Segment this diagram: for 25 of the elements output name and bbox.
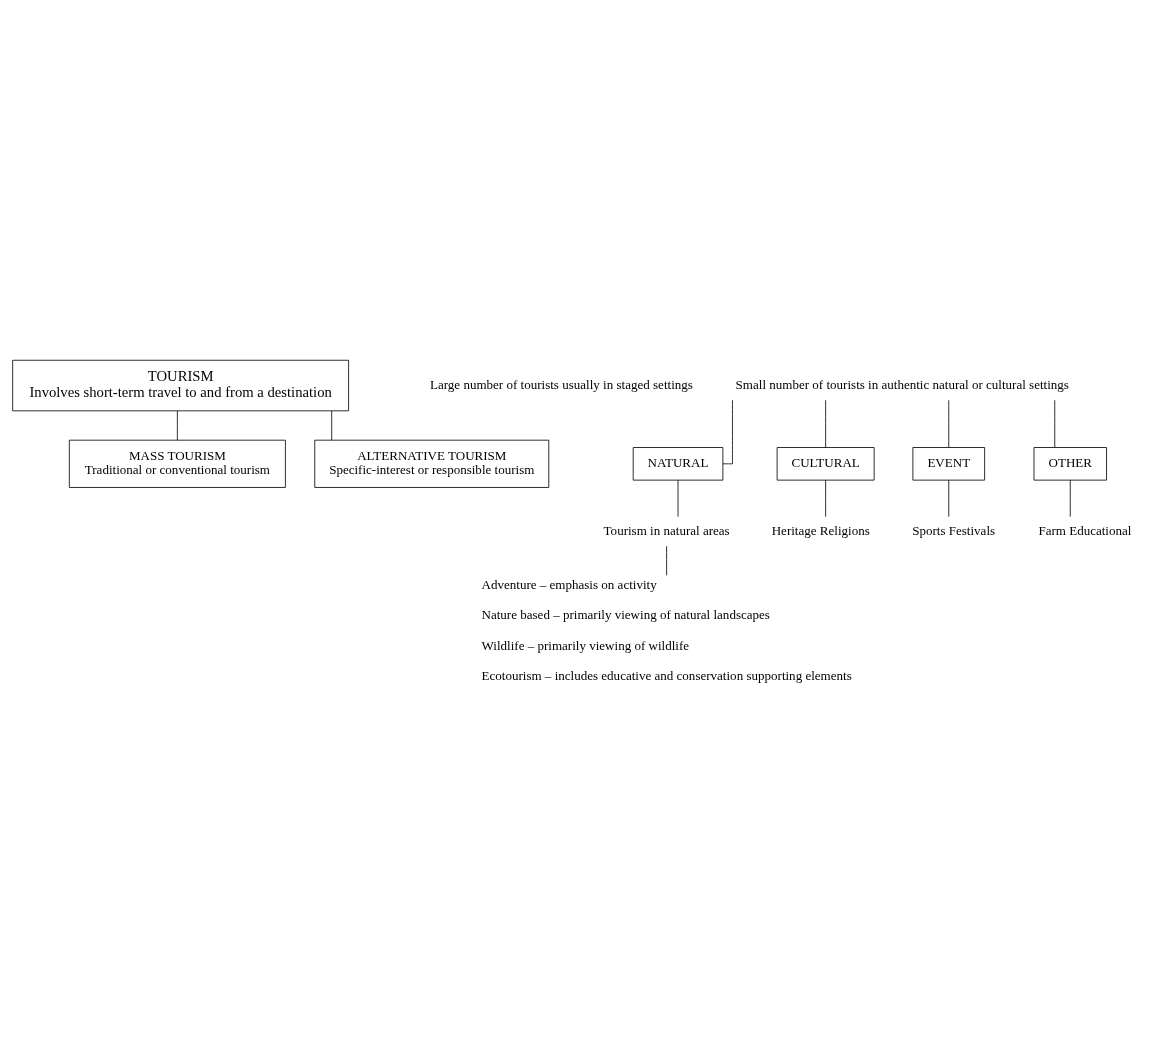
node-text: Small number of tourists in authentic natural or cultural settings — [735, 376, 1069, 392]
connector — [331, 410, 333, 441]
node-box: EVENT — [912, 447, 986, 481]
node-text: Adventure – emphasis on activity Nature based – primarily viewing of natural landscapes Wildlife – primarily viewing of wildlife Ecotourism – includes educative and conservation supporting elements — [481, 577, 852, 683]
node-box: MASS TOURISM Traditional or conventional tourism — [68, 439, 286, 488]
connector — [722, 399, 733, 465]
node-text: Farm Educational — [1038, 522, 1132, 538]
connector — [825, 399, 827, 448]
connector — [1069, 479, 1071, 518]
label: Large number of tourists usually in staged settings — [429, 376, 693, 392]
node-text: Heritage Religions — [771, 522, 870, 538]
node-box: NATURAL — [632, 447, 724, 481]
node-box: ALTERNATIVE TOURISM Specific-interest or responsible tourism — [314, 439, 550, 488]
node-box: TOURISM Involves short-term travel to and from a destination — [12, 359, 350, 412]
connector — [666, 545, 668, 576]
node-text: Sports Festivals — [912, 522, 996, 538]
node-box: CULTURAL — [776, 447, 875, 481]
connector — [948, 399, 950, 448]
node-text: Tourism in natural areas — [603, 522, 730, 538]
connector — [176, 410, 178, 441]
connector — [948, 479, 950, 518]
node-box: OTHER — [1033, 447, 1107, 481]
connector — [1054, 399, 1056, 448]
connector — [677, 479, 679, 518]
connector — [825, 479, 827, 518]
